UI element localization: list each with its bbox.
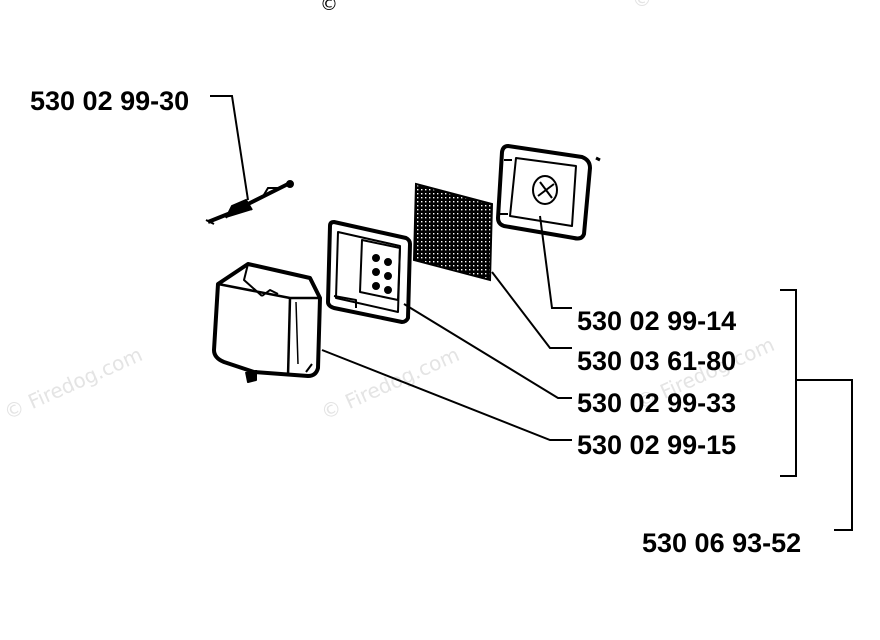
- filter-housing-cover-drawing: [496, 144, 601, 241]
- part-label-clip: 530 02 99-30: [30, 86, 189, 116]
- clip-drawing: [205, 180, 294, 225]
- leader-clip: [210, 95, 249, 201]
- part-label-housing-cover: 530 02 99-14: [577, 306, 736, 336]
- leader-air-filter-cover: [321, 349, 572, 441]
- leader-lines: [210, 95, 572, 441]
- kit-bracket: [780, 289, 853, 531]
- part-label-kit: 530 06 93-52: [642, 528, 801, 558]
- copyright-mark: ©: [320, 0, 338, 15]
- filter-holder-drawing: [326, 220, 412, 324]
- leader-housing-cover: [539, 215, 572, 309]
- part-label-filter-mesh: 530 03 61-80: [577, 346, 736, 376]
- watermark-left: © Firedog.com: [0, 342, 146, 424]
- part-label-air-filter-cover: 530 02 99-15: [577, 430, 736, 460]
- part-labels: 530 02 99-30 530 02 99-14 530 03 61-80 5…: [30, 86, 801, 558]
- watermark-top-right: ©: [632, 0, 652, 11]
- leader-filter-holder: [403, 303, 572, 399]
- air-filter-cover-drawing: [212, 262, 322, 383]
- part-label-filter-holder: 530 02 99-33: [577, 388, 736, 418]
- watermark-center: © Firedog.com: [317, 342, 463, 424]
- filter-mesh-drawing: [412, 182, 494, 282]
- leader-filter-mesh: [491, 271, 572, 349]
